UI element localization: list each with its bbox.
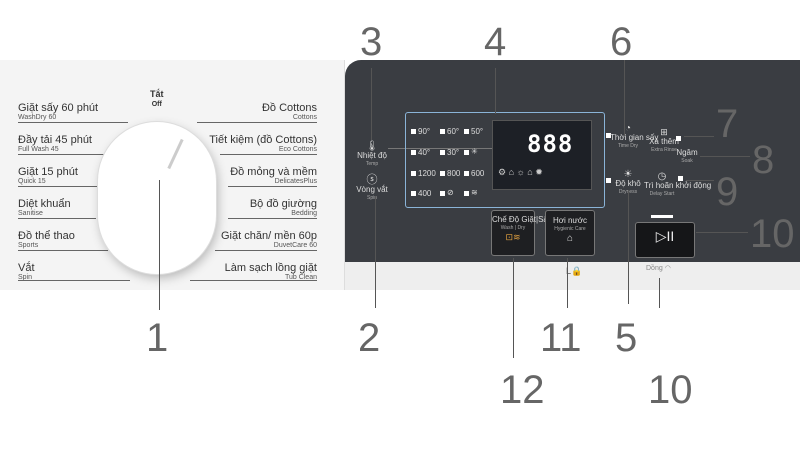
spin-600: 600 [471,169,485,178]
callout-7: 7 [716,102,739,146]
off-label-en: Off [151,101,162,108]
temp-30: 30° [447,148,460,157]
callout-1: 1 [146,316,169,360]
wifi-label: Dồng ◠ [646,265,671,272]
off-label-vi: Tắt [150,89,164,99]
clock-icon: ◔ [624,123,632,134]
callout-5: 5 [615,316,638,360]
lcd-display [492,120,592,190]
start-indicator-light [651,215,673,218]
spin-1200: 1200 [418,169,436,178]
wifi-icon: ◠ [664,265,671,272]
callout-6: 6 [610,20,633,64]
play-pause-icon: ▷II [655,228,675,244]
temp-50: 50° [471,127,484,136]
callout-3: 3 [360,20,383,64]
callout-8: 8 [752,138,775,182]
spin-800: 800 [447,169,461,178]
program-dial[interactable] [98,122,216,274]
callout-10-top: 10 [750,212,795,256]
child-lock-icon: L🔒 [566,266,583,276]
steam-icon: ⌂ [566,233,574,244]
temp-40: 40° [418,148,431,157]
start-pause-button[interactable]: ▷II [635,222,695,258]
extra-rinse-icon: ⊞ [660,127,668,137]
timer-icon: ◷ [657,171,667,182]
callout-10-bottom: 10 [648,368,693,412]
temp-90: 90° [418,127,431,136]
spin-400: 400 [418,189,432,198]
callout-11: 11 [540,316,582,360]
callout-12: 12 [500,368,545,412]
cold-icon: ✳ [471,147,478,156]
no-spin-icon: ⊘ [447,188,454,197]
wash-dry-icon: ⊡≋ [505,232,521,242]
display-icons: ⚙ ⌂ ☼ ⌂ ✹ [498,167,543,177]
panel-bottom-strip [345,262,800,290]
sun-icon: ☀ [623,169,633,180]
temp-60: 60° [447,127,460,136]
thermometer-icon: 🌡 [365,141,379,152]
off-label: Tắt Off [150,90,164,109]
callout-2: 2 [358,316,381,360]
rinse-hold-icon: ≋ [471,188,478,197]
spin-icon: ⓢ [366,174,378,186]
callout-9: 9 [716,170,739,214]
display-digits: 888 [527,130,574,158]
callout-4: 4 [484,20,507,64]
program-eco-cottons[interactable]: Tiết kiệm (đồ Cottons)Eco Cottons [209,134,317,153]
options-grid [405,112,605,208]
